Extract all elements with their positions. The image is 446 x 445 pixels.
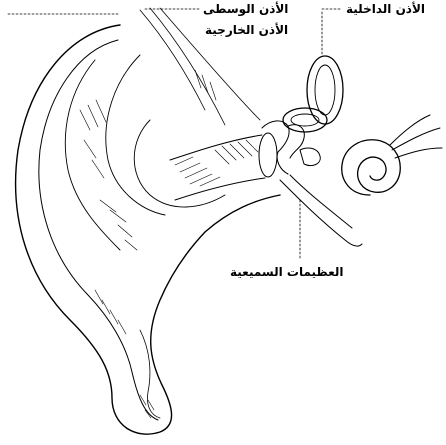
stapes [300,148,320,166]
label-inner-ear: الأذن الداخلية [346,2,425,16]
eustachian-tube [280,180,362,246]
incus [288,125,304,158]
antihelix [106,55,165,215]
auricle-inner-rim [39,40,158,420]
cochlea-spiral [342,140,401,195]
helix-fold [65,60,120,250]
skull-line-1 [140,10,205,110]
auditory-nerve-3 [395,148,442,158]
eardrum [259,133,277,177]
ear-canal-lower [175,178,265,200]
eustachian-tube-2 [290,175,352,228]
ear-canal-upper [170,135,262,160]
semicircular-canal-2 [283,108,327,132]
label-middle-ear: الأذن الوسطى [203,2,288,16]
semicircular-canal-1 [307,56,343,124]
auricle-outline [16,25,280,434]
semicircular-canal-1-inner [315,65,335,115]
auditory-nerve-2 [392,128,440,150]
label-ossicles: العظيمات السميعية [230,265,344,279]
concha-curve [134,120,225,207]
label-outer-ear: الأذن الخارجية [205,23,288,37]
semicircular-canal-2-inner [291,114,319,126]
